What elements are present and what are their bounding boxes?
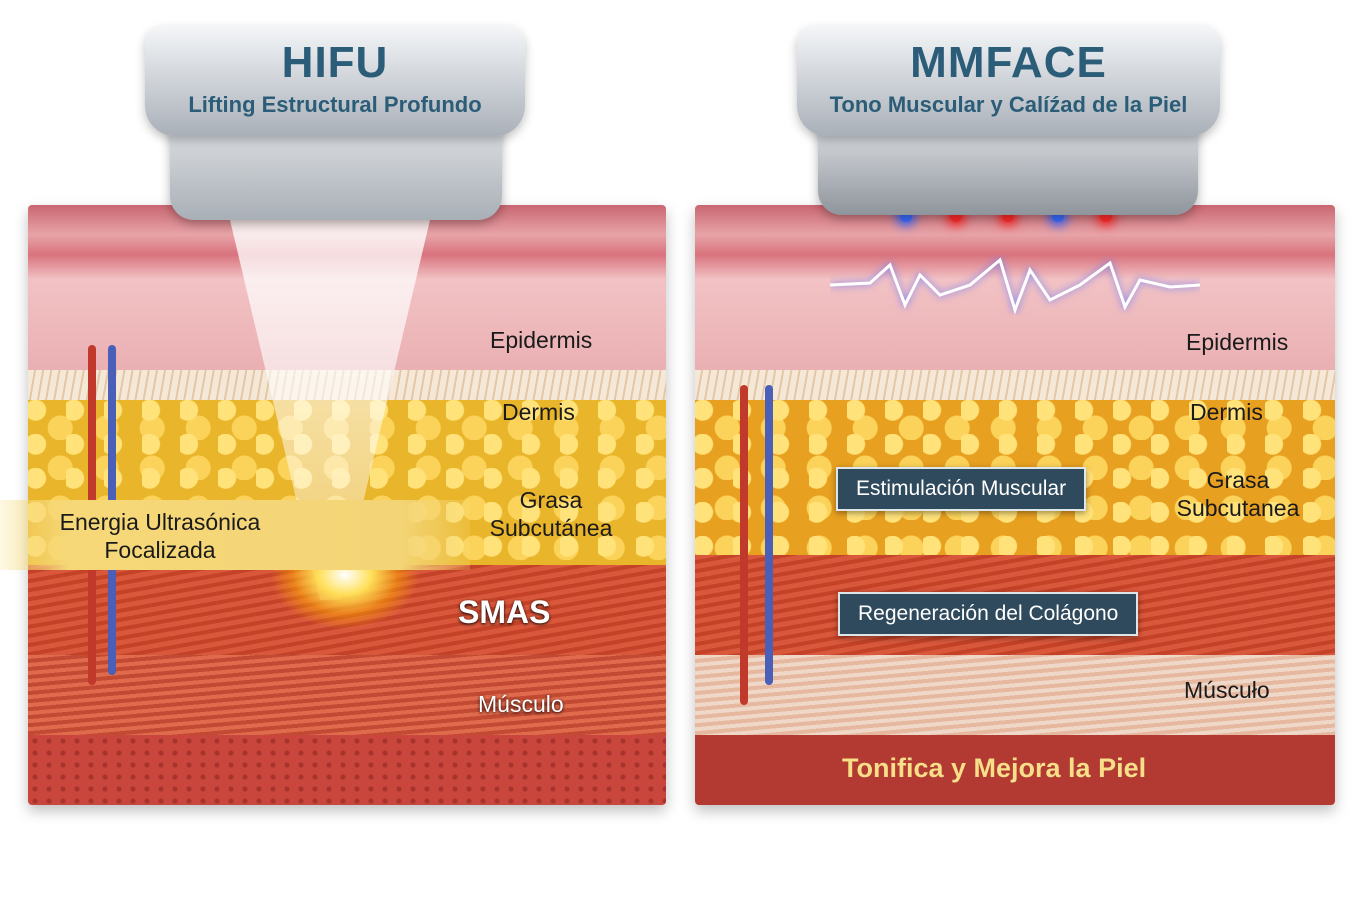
mmface-title: MMFACE — [910, 38, 1107, 87]
deep-tissue-layer — [695, 735, 1335, 805]
footer-caption: Tonifica y Mejora la Piel — [842, 753, 1147, 783]
label-epidermis: Epidermis — [490, 327, 593, 353]
dermis-layer — [695, 370, 1335, 400]
label-dermis: Dermis — [502, 399, 575, 425]
fat-layer — [695, 400, 1335, 565]
label-muscle: Músculo — [478, 691, 564, 717]
label-epidermis: Epidermis — [1186, 329, 1289, 355]
mmface-device: MMFACE Tono Muscular y Calíźad de la Pie… — [797, 26, 1220, 136]
label-smas: SMAS — [458, 594, 551, 630]
mmface-subtitle: Tono Muscular y Calíźad de la Piel — [829, 92, 1188, 117]
label-muscle: Múscuło — [1184, 677, 1270, 703]
epidermis-layer — [695, 205, 1335, 370]
mmface-skin-cross-section — [695, 205, 1335, 805]
vein — [765, 385, 773, 685]
muscle-layer — [695, 655, 1335, 735]
tag-collagen-regeneration: Regeneración del Colágono — [838, 592, 1139, 636]
microcurrent-wave — [830, 257, 1200, 315]
tag-muscle-stimulation: Estimulación Muscular — [836, 467, 1087, 511]
muscle-layer — [28, 655, 666, 735]
hifu-device: HIFU Lifting Estructural Profundo — [145, 26, 525, 136]
deep-tissue-layer — [28, 735, 666, 805]
artery — [740, 385, 748, 705]
hifu-subtitle: Lifting Estructural Profundo — [188, 92, 482, 117]
ultrasound-callout-band — [0, 500, 470, 570]
hifu-title: HIFU — [281, 38, 389, 87]
hifu-transducer-tip — [170, 120, 502, 220]
label-dermis: Dermis — [1190, 399, 1263, 425]
